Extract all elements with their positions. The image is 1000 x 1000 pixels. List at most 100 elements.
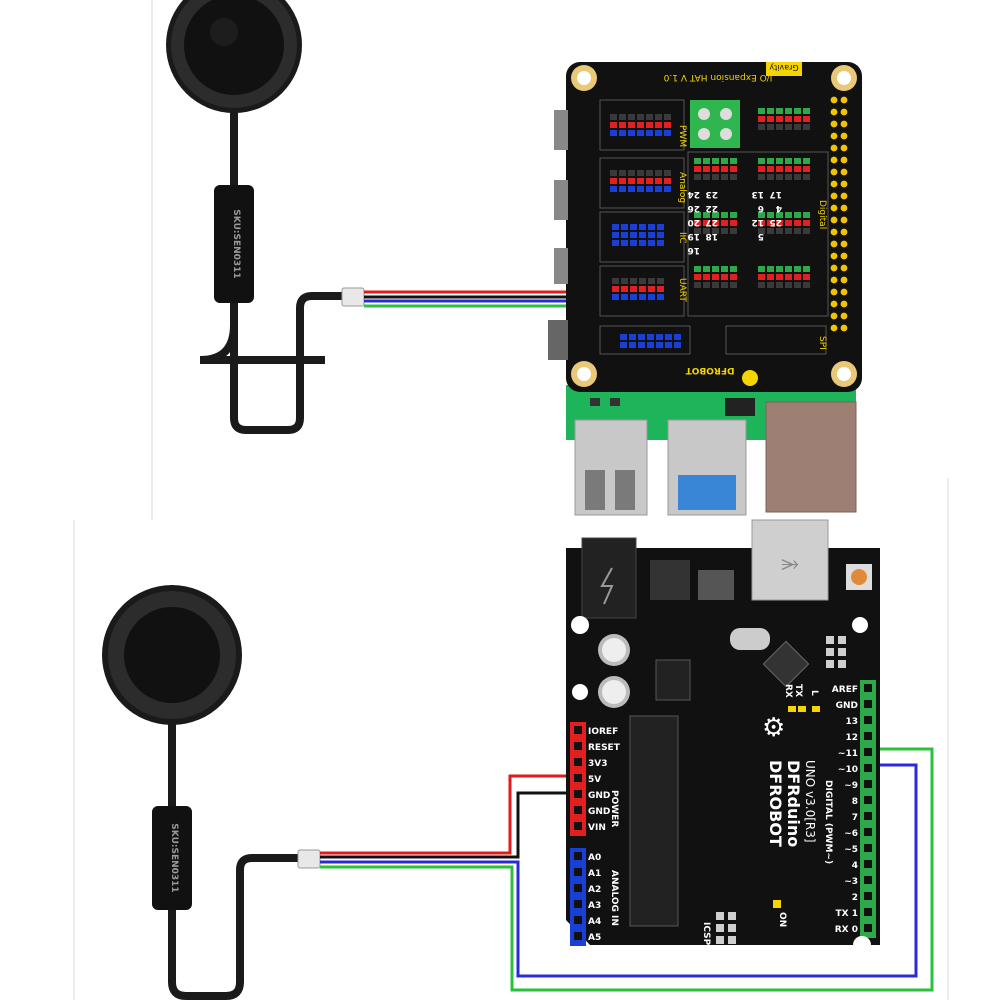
dfrobot-logo-icon <box>742 370 758 386</box>
hat-pin-digital <box>703 266 710 272</box>
power-pin-socket[interactable] <box>574 726 582 734</box>
hat-digit-label: 22 <box>705 203 718 213</box>
digital-pin-socket[interactable] <box>864 860 872 868</box>
power-pin-socket[interactable] <box>574 774 582 782</box>
icsp-pin <box>716 924 724 932</box>
icsp-pin <box>728 912 736 920</box>
hat-pin-digital <box>776 158 783 164</box>
digital-pin-label: 8 <box>852 797 858 807</box>
power-pin-label: 5V <box>588 775 601 785</box>
gpio-pin <box>830 96 838 104</box>
hat-pin-digital <box>730 274 737 280</box>
hat-pin-spi <box>665 342 672 348</box>
hat-digit-label: 24 <box>687 189 700 199</box>
hat-pin-digital <box>730 220 737 226</box>
hat-digit-label: 4 <box>776 203 782 213</box>
digital-pin-socket[interactable] <box>864 876 872 884</box>
hat-pin-digital <box>776 166 783 172</box>
hat-pin-pwm <box>655 122 662 128</box>
gpio-pin <box>840 156 848 164</box>
gpio-pin <box>840 96 848 104</box>
digital-pin-socket[interactable] <box>864 924 872 932</box>
analog-pin-label: A0 <box>588 853 601 863</box>
hat-pin-digital <box>730 166 737 172</box>
analog-pin-socket[interactable] <box>574 868 582 876</box>
digital-pin-socket[interactable] <box>864 716 872 724</box>
hat-pin-digital <box>712 220 719 226</box>
digital-pin-socket[interactable] <box>864 892 872 900</box>
hat-pin-analog <box>664 178 671 184</box>
hat-pin-digital <box>803 116 810 122</box>
power-pin-socket[interactable] <box>574 822 582 830</box>
hat-pin-digital <box>785 116 792 122</box>
digital-pin-socket[interactable] <box>864 908 872 916</box>
hat-pin-digital <box>721 158 728 164</box>
gpio-pin <box>840 180 848 188</box>
hat-pin-pwm <box>628 114 635 120</box>
hat-digit-label: 26 <box>687 203 700 213</box>
sensor-cable-text-top: SKU:SEN0311 <box>231 209 241 278</box>
digital-pin-socket[interactable] <box>864 684 872 692</box>
top-diagram: SKU:SEN0311 <box>166 0 862 516</box>
hat-pin-digital <box>803 124 810 130</box>
hat-pin-digital <box>721 228 728 234</box>
power-pin-socket[interactable] <box>574 758 582 766</box>
gpio-pin <box>830 312 838 320</box>
hat-digit-label: 23 <box>705 189 718 199</box>
hat-pin-digital <box>794 220 801 226</box>
hat-pin-analog <box>619 186 626 192</box>
hat-pin-digital <box>712 282 719 288</box>
hat-pin-digital <box>776 266 783 272</box>
hat-pin-digital <box>758 228 765 234</box>
digital-pin-socket[interactable] <box>864 700 872 708</box>
hat-brand: DFROBOT <box>685 365 735 375</box>
power-pin-socket[interactable] <box>574 806 582 814</box>
gpio-pin <box>830 120 838 128</box>
digital-pin-socket[interactable] <box>864 812 872 820</box>
icsp-label: ICSP <box>701 922 711 946</box>
hat-pin-digital <box>785 220 792 226</box>
hat-pin-iic <box>612 232 619 238</box>
hat-pin-pwm <box>655 114 662 120</box>
atmega-chip <box>629 715 679 927</box>
icsp-pin <box>716 912 724 920</box>
power-pin-label: GND <box>588 791 610 801</box>
power-pin-socket[interactable] <box>574 790 582 798</box>
hat-pin-digital <box>703 158 710 164</box>
hat-pin-pwm <box>610 122 617 128</box>
digital-pin-socket[interactable] <box>864 764 872 772</box>
jst-connector-top <box>341 287 365 307</box>
hat-pin-digital <box>776 108 783 114</box>
hat-pin-uart <box>648 294 655 300</box>
hat-pin-digital <box>767 212 774 218</box>
hat-pin-digital <box>803 282 810 288</box>
power-pin-socket[interactable] <box>574 742 582 750</box>
analog-pin-socket[interactable] <box>574 900 582 908</box>
icsp-pin <box>716 936 724 944</box>
hat-pin-uart <box>621 278 628 284</box>
dfrduino-uno-board: ⭃ RX TX L <box>566 519 880 954</box>
hat-pin-analog <box>646 178 653 184</box>
digital-pin-socket[interactable] <box>864 844 872 852</box>
analog-pin-socket[interactable] <box>574 852 582 860</box>
hat-pin-digital <box>694 166 701 172</box>
gpio-pin <box>840 168 848 176</box>
hat-pin-digital <box>803 166 810 172</box>
reset-button[interactable] <box>851 569 867 585</box>
hat-pin-analog <box>655 170 662 176</box>
gpio-header <box>830 96 848 332</box>
analog-pin-socket[interactable] <box>574 916 582 924</box>
digital-pin-socket[interactable] <box>864 732 872 740</box>
digital-pin-socket[interactable] <box>864 780 872 788</box>
hat-pin-digital <box>794 228 801 234</box>
analog-pin-socket[interactable] <box>574 932 582 940</box>
hat-pin-digital <box>721 174 728 180</box>
hat-pin-digital <box>694 158 701 164</box>
hat-pin-digital <box>721 166 728 172</box>
digital-pin-socket[interactable] <box>864 748 872 756</box>
gpio-pin <box>840 216 848 224</box>
digital-pin-socket[interactable] <box>864 796 872 804</box>
digital-pin-socket[interactable] <box>864 828 872 836</box>
analog-pin-socket[interactable] <box>574 884 582 892</box>
lightning-icon <box>600 567 614 605</box>
